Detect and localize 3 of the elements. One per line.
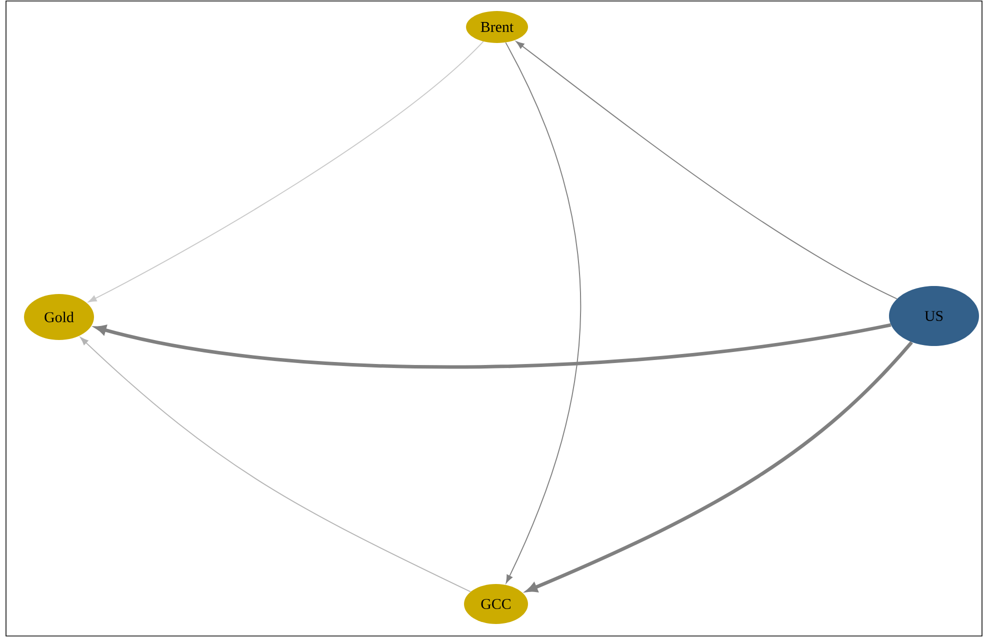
- arrow: [80, 337, 471, 592]
- arrow: [88, 41, 484, 302]
- arrow: [516, 41, 898, 300]
